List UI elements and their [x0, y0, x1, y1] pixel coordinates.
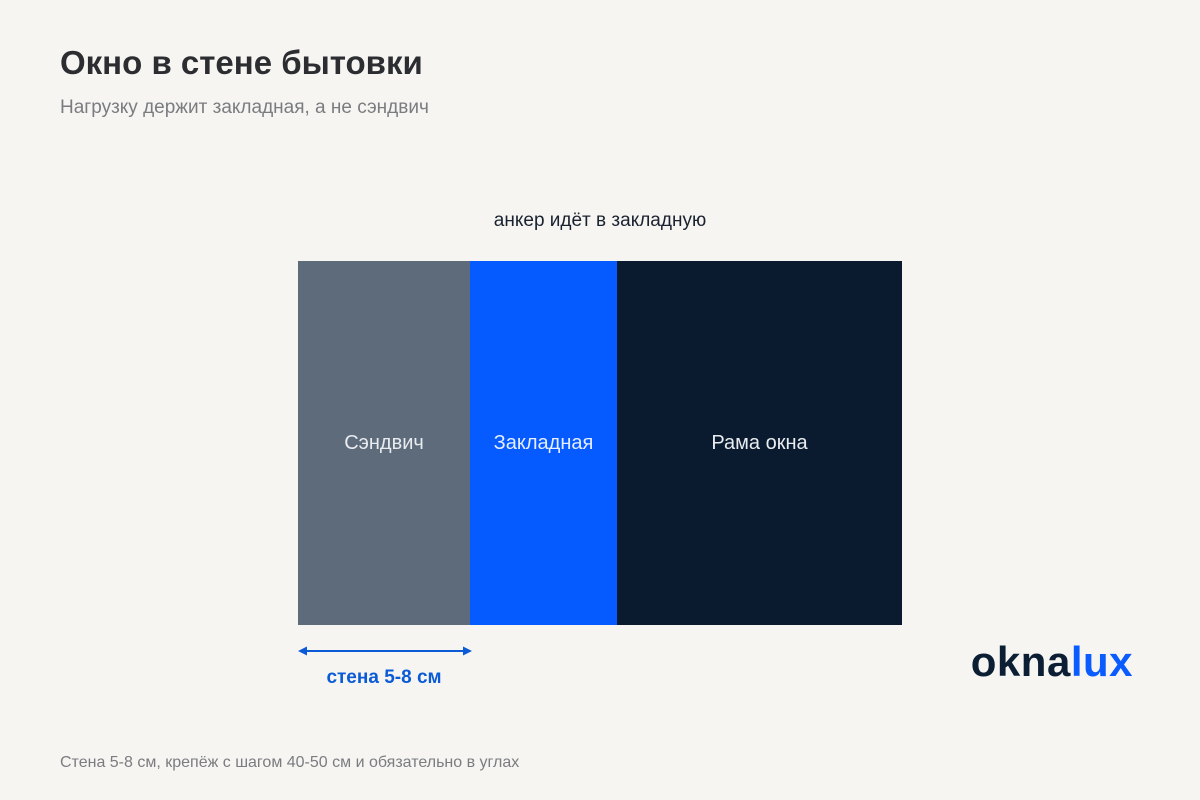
- page-subtitle: Нагрузку держит закладная, а не сэндвич: [60, 97, 429, 118]
- wall-thickness-arrow-icon: [298, 646, 472, 656]
- sandwich-layer: Сэндвич: [298, 261, 470, 625]
- window-frame-layer: Рама окна: [617, 261, 902, 625]
- brand-logo: oknalux: [971, 641, 1133, 683]
- brand-logo-part2: lux: [1070, 638, 1133, 685]
- sandwich-layer-label: Сэндвич: [344, 431, 424, 454]
- window-frame-layer-label: Рама окна: [711, 431, 808, 454]
- embed-layer-label: Закладная: [493, 431, 594, 454]
- wall-thickness-label: стена 5-8 см: [326, 667, 442, 688]
- embed-layer: Закладная: [470, 261, 617, 625]
- page-title: Окно в стене бытовки: [60, 44, 423, 81]
- footnote: Стена 5-8 см, крепёж с шагом 40-50 см и …: [60, 754, 520, 771]
- anchor-annotation: анкер идёт в закладную: [493, 210, 707, 231]
- brand-logo-part1: okna: [970, 638, 1071, 685]
- wall-section-diagram: Сэндвич Закладная Рама окна: [298, 261, 902, 625]
